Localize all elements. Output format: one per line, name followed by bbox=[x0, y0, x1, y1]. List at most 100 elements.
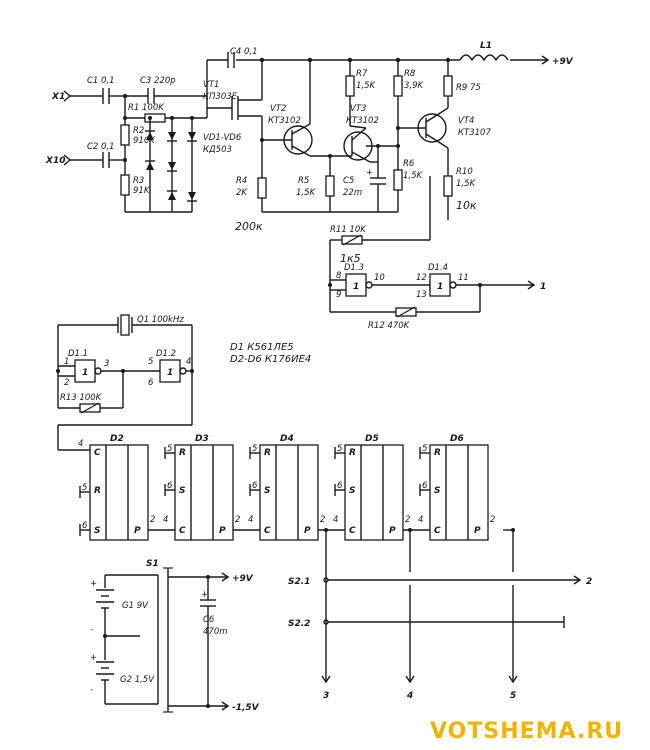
label-g2: G2 1,5V bbox=[120, 675, 155, 685]
counter-d4-pinnum-6: 6 bbox=[252, 481, 258, 491]
counter-tap-node-1 bbox=[324, 528, 328, 532]
counter-d3-pinnum-5: 5 bbox=[167, 444, 172, 454]
label-d12: D1.2 bbox=[156, 349, 176, 359]
counter-d3-pin-p: P bbox=[219, 526, 226, 536]
diode-ladder: VD1-VD6 КД503 bbox=[145, 116, 242, 212]
transistor-vt1: VT1 КП303Е bbox=[203, 60, 264, 178]
label-c3: C3 220p bbox=[140, 76, 176, 86]
gate-d13: 1 D1.3 8 9 10 bbox=[328, 263, 385, 300]
g2-minus: - bbox=[90, 685, 93, 695]
counter-d4-pin-top: R bbox=[264, 448, 271, 458]
counter-d5-pin-top: R bbox=[349, 448, 356, 458]
counter-d6-pin-p: P bbox=[474, 526, 481, 536]
label-r13: R13 100K bbox=[60, 393, 103, 403]
switch-s1[interactable]: S1 +9V -1,5V bbox=[146, 559, 260, 713]
label-r3: R3 bbox=[133, 176, 144, 186]
label-r9: R9 75 bbox=[456, 83, 481, 93]
counter-d6-pinnum-2: 2 bbox=[490, 515, 495, 525]
label-minus15: -1,5V bbox=[232, 703, 260, 713]
pin-d12-6: 6 bbox=[148, 378, 154, 388]
label-r7-val: 1,5K bbox=[356, 81, 377, 91]
label-c5: C5 bbox=[343, 176, 354, 186]
label-r1: R1 100K bbox=[128, 103, 165, 113]
crystal-q1: Q1 100kHz bbox=[58, 314, 192, 336]
label-r6-val: 1,5K bbox=[403, 171, 424, 181]
counter-d5-pin-bot: C bbox=[349, 526, 356, 536]
pin-d11-1: 1 bbox=[64, 357, 69, 367]
label-r6: R6 bbox=[403, 159, 415, 169]
counter-d3-pinnum-2: 2 bbox=[235, 515, 240, 525]
note-r4: 200к bbox=[235, 220, 263, 233]
pin-d11-3: 3 bbox=[104, 359, 109, 369]
counter-d6-pinnum-6: 6 bbox=[422, 481, 428, 491]
label-x10: X10 bbox=[45, 156, 65, 166]
g1-plus: + bbox=[90, 579, 97, 589]
pin-d13-10: 10 bbox=[374, 273, 385, 283]
label-vd-type: КД503 bbox=[203, 145, 232, 155]
switch-s2-2[interactable]: S2.2 bbox=[288, 616, 565, 629]
output-1: 1 bbox=[540, 282, 546, 292]
pin-d12-5: 5 bbox=[148, 357, 153, 367]
counter-d6-pin-bot: C bbox=[434, 526, 441, 536]
output-4: 4 bbox=[406, 691, 413, 701]
label-c6: C6 bbox=[203, 615, 215, 625]
capacitor-c4: C4 0,1 bbox=[206, 47, 258, 100]
pin-d11-2: 2 bbox=[64, 378, 69, 388]
gate-d12: 1 D1.2 5 6 4 bbox=[148, 349, 194, 388]
transistor-vt2: VT2 КТ3102 bbox=[262, 60, 330, 157]
counter-d2-pin-top: C bbox=[94, 448, 101, 458]
counter-d3-pinnum-6: 6 bbox=[167, 481, 173, 491]
counter-d4-next-pin4: 4 bbox=[333, 515, 338, 525]
switch-s2-1[interactable]: S2.1 2 bbox=[288, 575, 592, 587]
counter-d6-pinnum-5: 5 bbox=[422, 444, 427, 454]
transistor-vt3: VT3 КТ3102 bbox=[330, 104, 379, 163]
counter-d4-pinnum-5: 5 bbox=[252, 444, 257, 454]
resistor-r12: R12 470K bbox=[330, 285, 481, 331]
label-plus9-top: +9V bbox=[552, 57, 574, 67]
g2-plus: + bbox=[90, 653, 97, 663]
label-r11: R11 10K bbox=[330, 225, 367, 235]
label-c6-val: 470m bbox=[203, 627, 228, 637]
counter-d5-pin-mid: S bbox=[349, 486, 355, 496]
resistor-r10: R10 1,5K 10к bbox=[443, 167, 477, 212]
pin-d14-12: 12 bbox=[416, 273, 427, 283]
label-r7: R7 bbox=[356, 69, 368, 79]
counter-d4-pin-bot: C bbox=[264, 526, 271, 536]
capacitor-c6: + C6 470m bbox=[200, 577, 228, 706]
gate-d14-symbol: 1 bbox=[437, 282, 443, 292]
counter-d4-name: D4 bbox=[280, 434, 294, 444]
label-l1: L1 bbox=[480, 41, 492, 51]
transistor-vt4: VT4 КТ3107 bbox=[398, 96, 491, 176]
gate-d11: 1 D1.1 1 2 3 bbox=[56, 349, 109, 388]
label-d11: D1.1 bbox=[68, 349, 88, 359]
label-s21: S2.1 bbox=[288, 577, 310, 587]
resistor-r5: R5 1,5K bbox=[296, 154, 335, 212]
counter-d4-pin-p: P bbox=[304, 526, 311, 536]
label-r2: R2 bbox=[133, 126, 144, 136]
gate-d11-symbol: 1 bbox=[82, 368, 88, 378]
counter-d5-pinnum-6: 6 bbox=[337, 481, 343, 491]
label-r3-val: 91K bbox=[133, 186, 151, 196]
label-r10-val: 1,5K bbox=[456, 179, 477, 189]
counter-d5-pinnum-2: 2 bbox=[405, 515, 410, 525]
legend-d1: D1 К561ЛЕ5 bbox=[230, 342, 294, 353]
note-r11: 1к5 bbox=[340, 252, 361, 265]
c6-plus: + bbox=[201, 590, 208, 600]
output-5: 5 bbox=[510, 691, 516, 701]
label-r5: R5 bbox=[298, 176, 309, 186]
counter-d5-pin-p: P bbox=[389, 526, 396, 536]
watermark: VOTSHEMA.RU bbox=[430, 719, 623, 744]
label-r5-val: 1,5K bbox=[296, 188, 317, 198]
counter-d3-next-pin4: 4 bbox=[248, 515, 253, 525]
resistor-r8: R8 3,9K bbox=[393, 60, 425, 170]
counter-d2-pinnum-6: 6 bbox=[82, 521, 88, 531]
legend-d2-d6: D2-D6 К176ИЕ4 bbox=[230, 354, 311, 365]
counter-d2-pin-bot: S bbox=[94, 526, 100, 536]
counter-tap-node-2 bbox=[408, 528, 412, 532]
counter-d6-pin-mid: S bbox=[434, 486, 440, 496]
input-divider: R2 910K R3 91K bbox=[120, 94, 156, 212]
